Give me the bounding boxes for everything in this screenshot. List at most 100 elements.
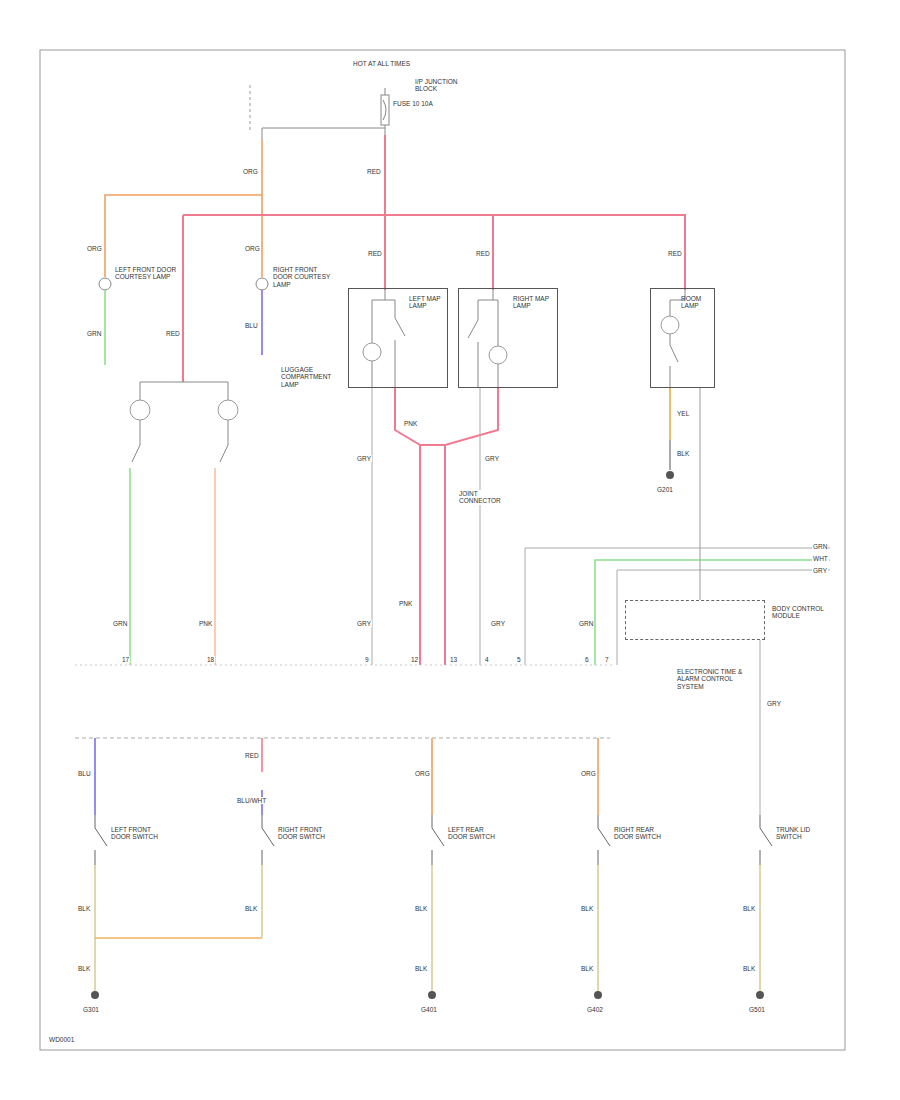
wire-label: I/P JUNCTION BLOCK	[414, 78, 476, 93]
ground-symbol	[91, 991, 99, 999]
wire-label: ORG	[580, 770, 597, 777]
wire-label: WHT	[812, 555, 829, 562]
switch-symbol	[95, 815, 772, 865]
wire-label: TRUNK LID SWITCH	[775, 826, 827, 841]
component-name: LEFT MAP LAMP	[409, 295, 447, 310]
wire-label: RED	[475, 250, 491, 257]
wire-pink	[395, 388, 498, 665]
lamp-symbol	[256, 278, 268, 290]
wire-label: BLK	[742, 905, 756, 912]
wire-label: 6	[584, 656, 590, 663]
module-box: BODY CONTROL MODULE	[625, 600, 765, 640]
component-name: ROOM LAMP	[681, 295, 714, 310]
fuse-element	[383, 100, 386, 120]
lamp-symbol	[130, 400, 150, 420]
wire-label: RIGHT REAR DOOR SWITCH	[613, 826, 670, 841]
wire-orange	[95, 937, 262, 939]
wire-label: ORG	[414, 770, 431, 777]
wire-label: 4	[484, 656, 490, 663]
wire-label: G501	[748, 1006, 766, 1013]
wire-label: BLK	[77, 905, 91, 912]
wire-label: RED	[244, 752, 260, 759]
wire-label: GRN	[578, 620, 594, 627]
wire-label: RED	[667, 250, 683, 257]
wire-label: ORG	[242, 168, 259, 175]
wire-red	[183, 135, 685, 382]
lamp-symbol	[363, 343, 381, 361]
fuse-symbol	[381, 95, 389, 125]
lamp-switch-circuit	[372, 290, 405, 388]
ground-symbol	[666, 471, 674, 479]
wire-label: 7	[604, 656, 610, 663]
wire-grey	[372, 388, 480, 665]
wire-label: 18	[206, 656, 215, 663]
lamp-box: LEFT MAP LAMP	[348, 288, 448, 388]
wire-label: BLK	[414, 965, 428, 972]
wire	[262, 88, 385, 140]
component-name: RIGHT MAP LAMP	[513, 295, 555, 310]
wire-label: G201	[656, 486, 674, 493]
wire-label: GRY	[766, 700, 782, 707]
lamp-switch-circuit	[468, 290, 498, 388]
lamp-symbol	[489, 346, 507, 364]
lamp-symbol	[218, 400, 238, 420]
wire-label: BLK	[580, 965, 594, 972]
wire-label: 13	[449, 656, 458, 663]
lamp-box: RIGHT MAP LAMP	[458, 288, 558, 388]
wire-label: GRY	[484, 455, 500, 462]
wire-label: BLK	[742, 965, 756, 972]
wire-yellow	[669, 388, 671, 440]
ground-symbol	[756, 991, 764, 999]
wire-label: HOT AT ALL TIMES	[352, 60, 411, 67]
wire-label: BLK	[244, 905, 258, 912]
bracket	[250, 85, 251, 130]
wire-label: PNK	[398, 600, 413, 607]
wire-grey	[525, 548, 830, 815]
component-name: BODY CONTROL MODULE	[772, 605, 834, 620]
wire-label: RIGHT FRONT DOOR SWITCH	[277, 826, 334, 841]
wire-label: LEFT FRONT DOOR SWITCH	[110, 826, 167, 841]
wire-label: G402	[586, 1006, 604, 1013]
wire-label: LUGGAGE COMPARTMENT LAMP	[280, 366, 337, 388]
wire-label: ORG	[244, 245, 261, 252]
wire-connector	[700, 388, 701, 600]
ground-symbol	[594, 991, 602, 999]
wire-label: JOINT CONNECTOR	[458, 490, 520, 505]
wire-label: 9	[364, 656, 370, 663]
wire-label: G401	[420, 1006, 438, 1013]
wire-label: GRY	[490, 620, 506, 627]
frame	[40, 50, 845, 1050]
wire-label: GRN	[812, 543, 828, 550]
connector-line	[75, 665, 615, 666]
wire-black	[670, 440, 671, 470]
wire-blue	[261, 290, 263, 355]
wire-label: FUSE 10 10A	[392, 100, 434, 107]
wire-label: GRN	[112, 620, 128, 627]
wire-label: G301	[82, 1006, 100, 1013]
wire-label: BLU/WHT	[236, 797, 267, 804]
lamp-box: ROOM LAMP	[650, 288, 715, 388]
wire-label: LEFT FRONT DOOR COURTESY LAMP	[114, 266, 178, 281]
ground-symbol	[428, 991, 436, 999]
wire-green	[129, 468, 131, 665]
wire-label: BLK	[77, 965, 91, 972]
wire-label: BLK	[414, 905, 428, 912]
wire-label: RED	[366, 168, 382, 175]
wire-label: GRY	[356, 455, 372, 462]
wire-label: GRN	[86, 330, 102, 337]
wire-label: RED	[367, 250, 383, 257]
lamp-symbol	[661, 316, 679, 334]
wire-label: BLU	[244, 322, 259, 329]
wire-label: BLK	[676, 450, 690, 457]
wire-orange	[432, 738, 598, 815]
wire-label: RED	[165, 330, 181, 337]
wire-label: YEL	[676, 410, 690, 417]
wire-label: BLU	[77, 770, 92, 777]
lamp-symbol	[99, 278, 111, 290]
wire-label: PNK	[403, 420, 418, 427]
wire-label: 17	[121, 656, 130, 663]
component-boundary	[75, 738, 610, 739]
wire-label: 12	[410, 656, 419, 663]
